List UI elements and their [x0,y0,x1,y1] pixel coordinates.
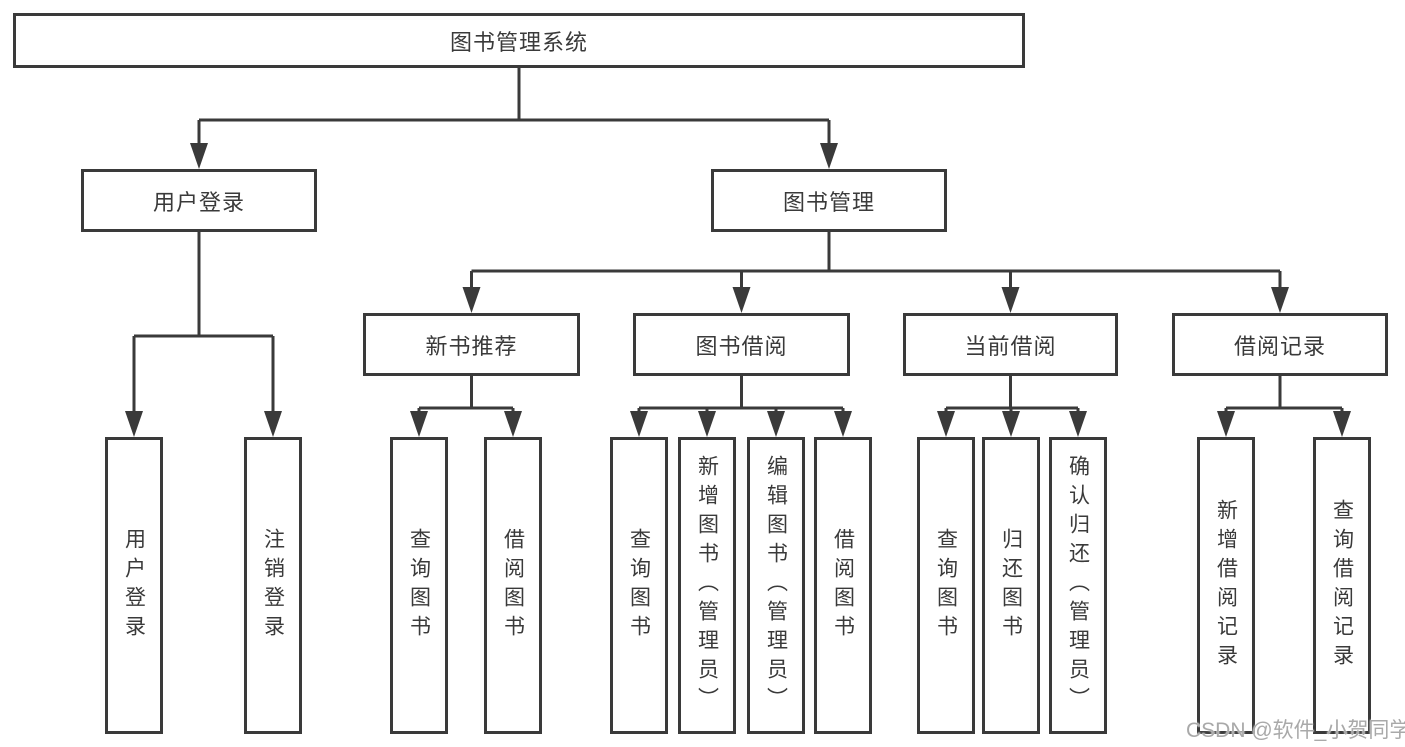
leaf-query-borrow-record: 查询借阅记录 [1313,437,1371,734]
leaf-query-book-current-label: 查询图书 [934,527,958,644]
leaf-confirm-return-admin-label: 确认归还（管理员） [1066,455,1090,716]
connector-group-book-borrow [630,376,852,437]
leaf-user-login: 用户登录 [105,437,163,734]
watermark: CSDN @软件_小贺同学 [1186,719,1405,742]
leaf-return-book: 归还图书 [982,437,1040,734]
leaf-add-borrow-record: 新增借阅记录 [1197,437,1255,734]
connector-group-book-management [462,232,1289,313]
leaf-add-borrow-record-label: 新增借阅记录 [1214,498,1238,673]
node-book-borrow-label: 图书借阅 [695,333,788,359]
leaf-user-login-label: 用户登录 [122,527,146,644]
node-new-book-recommend-label: 新书推荐 [425,333,518,359]
node-root-system: 图书管理系统 [13,13,1025,68]
leaf-query-book-current: 查询图书 [917,437,975,734]
node-user-login-label: 用户登录 [152,189,245,215]
node-book-management-label: 图书管理 [782,189,875,215]
leaf-confirm-return-admin: 确认归还（管理员） [1049,437,1107,734]
node-user-login: 用户登录 [81,169,317,232]
leaf-query-book-borrow-label: 查询图书 [627,527,651,644]
connector-group-new-books [410,376,522,437]
connector-group-user-login [125,232,282,437]
leaf-add-book-admin: 新增图书（管理员） [678,437,736,734]
connector-group-root [190,68,838,169]
leaf-edit-book-admin-label: 编辑图书（管理员） [764,455,788,716]
leaf-borrow-book-recommend: 借阅图书 [484,437,542,734]
node-book-borrow: 图书借阅 [633,313,850,376]
leaf-logout-label: 注销登录 [261,527,285,644]
leaf-add-book-admin-label: 新增图书（管理员） [695,455,719,716]
leaf-logout: 注销登录 [244,437,302,734]
leaf-borrow-book-recommend-label: 借阅图书 [501,527,525,644]
leaf-query-borrow-record-label: 查询借阅记录 [1330,498,1354,673]
leaf-query-book-recommend-label: 查询图书 [407,527,431,644]
node-book-management: 图书管理 [711,169,947,232]
node-borrow-records: 借阅记录 [1172,313,1388,376]
node-borrow-records-label: 借阅记录 [1233,333,1326,359]
node-root-label: 图书管理系统 [449,29,588,55]
leaf-borrow-book-label: 借阅图书 [831,527,855,644]
leaf-return-book-label: 归还图书 [999,527,1023,644]
connector-group-borrow-records [1217,376,1351,437]
node-new-book-recommend: 新书推荐 [363,313,580,376]
leaf-query-book-recommend: 查询图书 [390,437,448,734]
leaf-borrow-book: 借阅图书 [814,437,872,734]
leaf-edit-book-admin: 编辑图书（管理员） [747,437,805,734]
leaf-query-book-borrow: 查询图书 [610,437,668,734]
connector-group-current-borrow [937,376,1087,437]
node-current-borrow: 当前借阅 [903,313,1118,376]
node-current-borrow-label: 当前借阅 [964,333,1057,359]
